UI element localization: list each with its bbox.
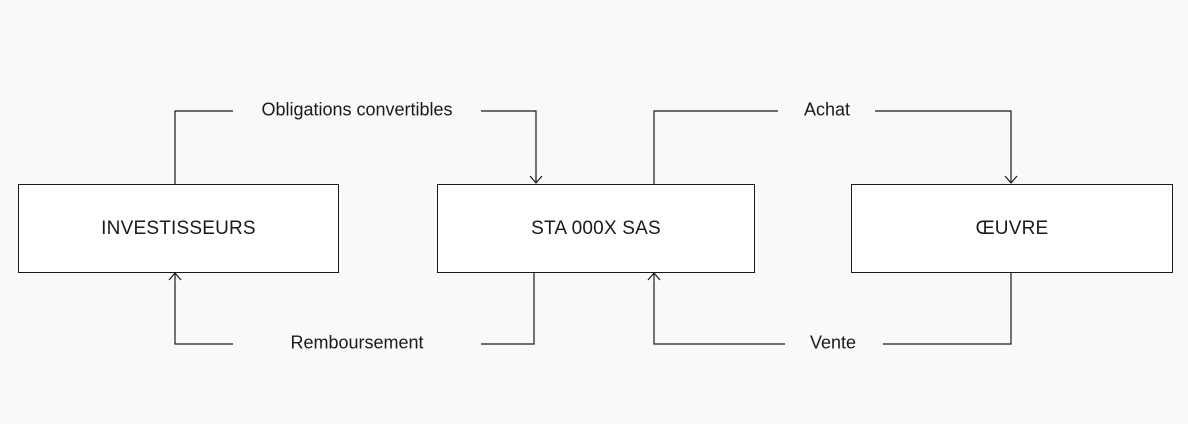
connector-achat-right bbox=[875, 110, 1012, 183]
node-investisseurs: INVESTISSEURS bbox=[18, 184, 339, 273]
node-sta-label: STA 000X SAS bbox=[531, 217, 661, 239]
connector-remboursement-left bbox=[174, 273, 233, 345]
connector-achat-left bbox=[653, 110, 778, 184]
flow-label-achat: Achat bbox=[803, 99, 851, 120]
connector-vente-left bbox=[653, 273, 785, 345]
arrowhead-remboursement bbox=[168, 272, 182, 281]
node-investisseurs-label: INVESTISSEURS bbox=[101, 217, 256, 239]
arrowhead-achat bbox=[1004, 175, 1018, 184]
arrowhead-vente bbox=[647, 272, 661, 281]
flow-label-remboursement: Remboursement bbox=[290, 332, 424, 353]
node-sta: STA 000X SAS bbox=[437, 184, 755, 273]
arrowhead-obligations bbox=[529, 175, 543, 184]
connector-obligations-left bbox=[174, 110, 233, 184]
connector-remboursement-right bbox=[481, 272, 535, 345]
flow-label-obligations: Obligations convertibles bbox=[261, 99, 453, 120]
connector-obligations-right bbox=[481, 110, 537, 183]
node-oeuvre-label: ŒUVRE bbox=[975, 217, 1049, 239]
node-oeuvre: ŒUVRE bbox=[851, 184, 1173, 273]
connector-vente-right bbox=[883, 272, 1012, 345]
flow-label-vente: Vente bbox=[809, 332, 857, 353]
